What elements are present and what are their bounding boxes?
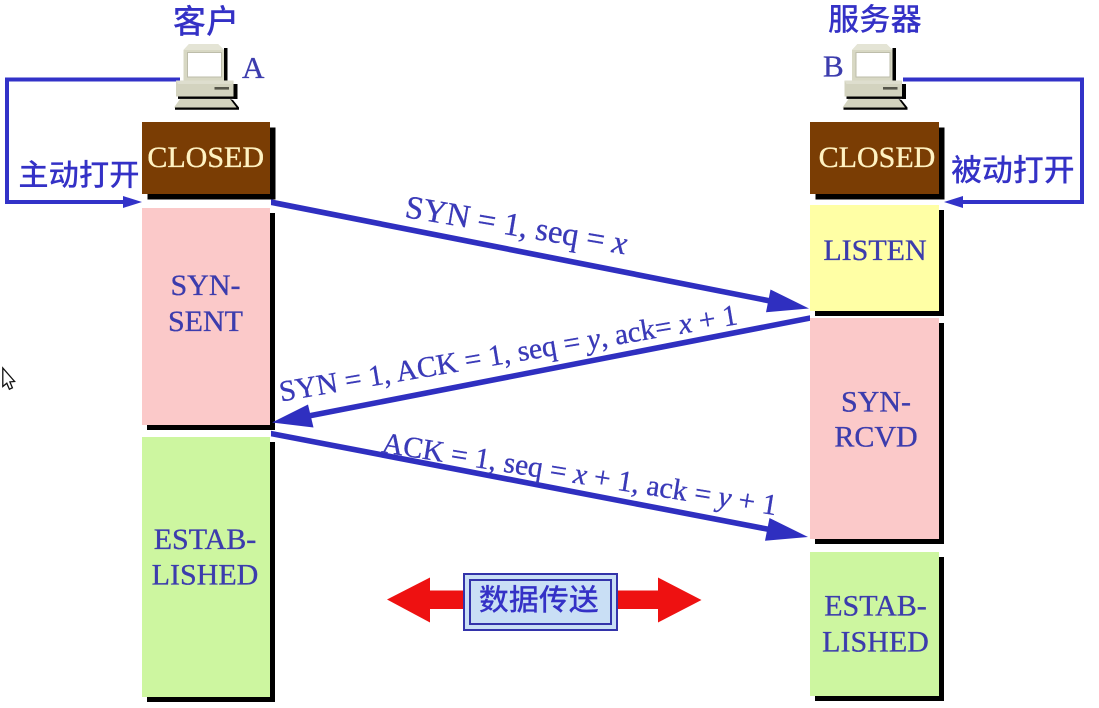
svg-text:LISTEN: LISTEN xyxy=(823,234,926,267)
svg-text:CLOSED: CLOSED xyxy=(819,141,936,174)
svg-text:RCVD: RCVD xyxy=(834,421,917,454)
svg-text:ESTAB-: ESTAB- xyxy=(824,590,927,623)
svg-text:CLOSED: CLOSED xyxy=(147,141,264,174)
svg-text:A: A xyxy=(242,50,265,85)
svg-text:SYN = 1, ACK = 1, seq = y, ack: SYN = 1, ACK = 1, seq = y, ack= x + 1 xyxy=(277,299,740,408)
svg-text:ACK = 1, seq = x + 1, ack = y: ACK = 1, seq = x + 1, ack = y + 1 xyxy=(380,427,779,522)
svg-text:SYN-: SYN- xyxy=(841,386,911,419)
svg-text:ESTAB-: ESTAB- xyxy=(154,523,257,556)
svg-text:SYN-: SYN- xyxy=(170,269,240,302)
svg-text:LISHED: LISHED xyxy=(152,559,259,592)
svg-text:B: B xyxy=(823,49,844,84)
svg-text:LISHED: LISHED xyxy=(822,626,929,659)
svg-text:SENT: SENT xyxy=(168,305,243,338)
